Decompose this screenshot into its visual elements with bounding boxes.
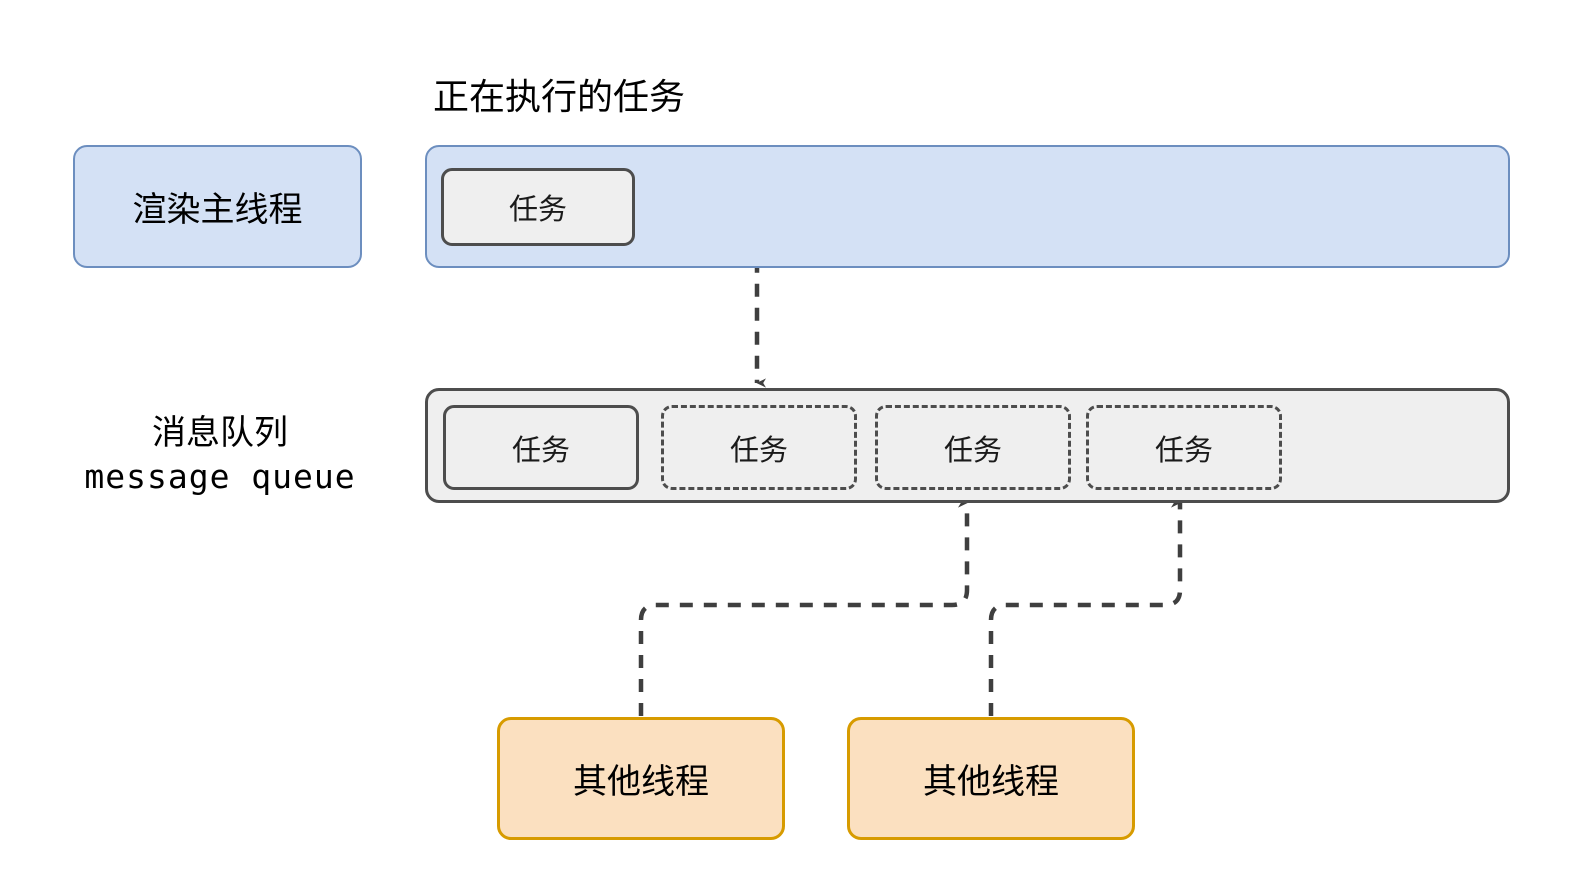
running-task-title: 正在执行的任务: [433, 76, 686, 117]
queue-task-1[interactable]: 任务: [443, 405, 639, 490]
queue-task-4[interactable]: 任务: [1086, 405, 1282, 490]
other-thread-box-2[interactable]: 其他线程: [847, 717, 1135, 840]
message-queue-label: 消息队列 message queue: [55, 410, 385, 500]
message-queue-label-cn: 消息队列: [152, 414, 288, 453]
queue-task-3[interactable]: 任务: [875, 405, 1071, 490]
other-thread-box-1[interactable]: 其他线程: [497, 717, 785, 840]
edge-other-thread-1-to-queue: [638, 498, 970, 716]
message-queue-label-en: message queue: [84, 456, 356, 496]
render-main-thread-box[interactable]: 渲染主线程: [73, 145, 362, 268]
queue-task-2[interactable]: 任务: [661, 405, 857, 490]
edge-other-thread-2-to-queue: [988, 498, 1183, 716]
running-task-box[interactable]: 任务: [441, 168, 635, 246]
